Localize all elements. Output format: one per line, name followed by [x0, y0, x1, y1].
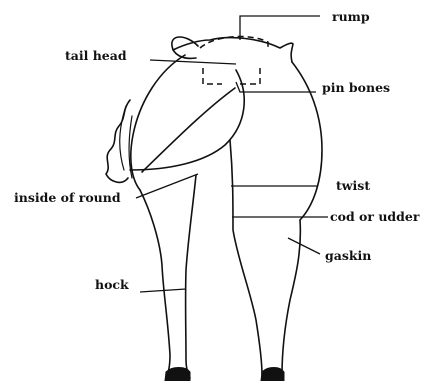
tail-curve [130, 70, 244, 170]
label-tail-head: tail head [65, 48, 127, 63]
pin-bones-leader [236, 82, 316, 92]
hock-leader [140, 289, 186, 292]
dashed-markers [200, 36, 268, 84]
right-hoof [261, 368, 284, 381]
tail-switch [106, 100, 130, 182]
right-body-contour [292, 62, 322, 220]
pin-bones-dashed-box [203, 66, 260, 84]
label-gaskin: gaskin [325, 248, 371, 263]
cattle-rear-outline [106, 37, 322, 381]
label-inside-of-round: inside of round [14, 190, 121, 205]
left-leg-outer [140, 190, 170, 378]
tail-switch-hair [120, 106, 132, 178]
rump-leader [240, 16, 320, 40]
right-leg-inner [230, 140, 262, 375]
label-pin-bones: pin bones [322, 80, 390, 95]
inside-of-round-leader [136, 174, 198, 198]
left-leg-inner [186, 175, 196, 378]
label-hock: hock [95, 277, 129, 292]
tail-head-leader [150, 60, 236, 64]
rump-dashed-region [200, 36, 268, 50]
label-cod-or-udder: cod or udder [330, 209, 420, 224]
label-twist: twist [336, 178, 370, 193]
gaskin-leader [288, 238, 320, 254]
label-rump: rump [332, 9, 370, 24]
inner-round-curve [142, 88, 235, 172]
left-hoof [165, 368, 190, 381]
